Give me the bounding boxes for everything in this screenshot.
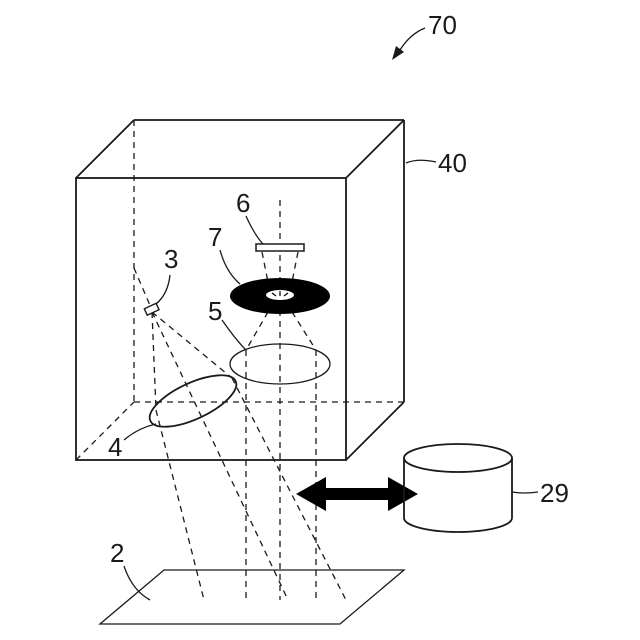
- label-light-source: 6: [236, 188, 250, 218]
- label-housing: 40: [438, 148, 467, 178]
- camera-icon: [144, 303, 159, 315]
- label-lens-left: 4: [108, 432, 122, 462]
- label-database: 29: [540, 478, 569, 508]
- lens-left: [143, 365, 243, 437]
- label-system: 70: [428, 10, 457, 40]
- light-source: [256, 244, 304, 251]
- label-lens-right: 5: [208, 296, 222, 326]
- label-surface: 2: [110, 538, 124, 568]
- leader-lines: [124, 28, 538, 600]
- double-headed-arrow-icon: [296, 477, 418, 511]
- label-camera: 3: [164, 244, 178, 274]
- cylinder-database-icon: [404, 444, 512, 532]
- label-annular-element: 7: [208, 222, 222, 252]
- annular-element: [230, 278, 330, 314]
